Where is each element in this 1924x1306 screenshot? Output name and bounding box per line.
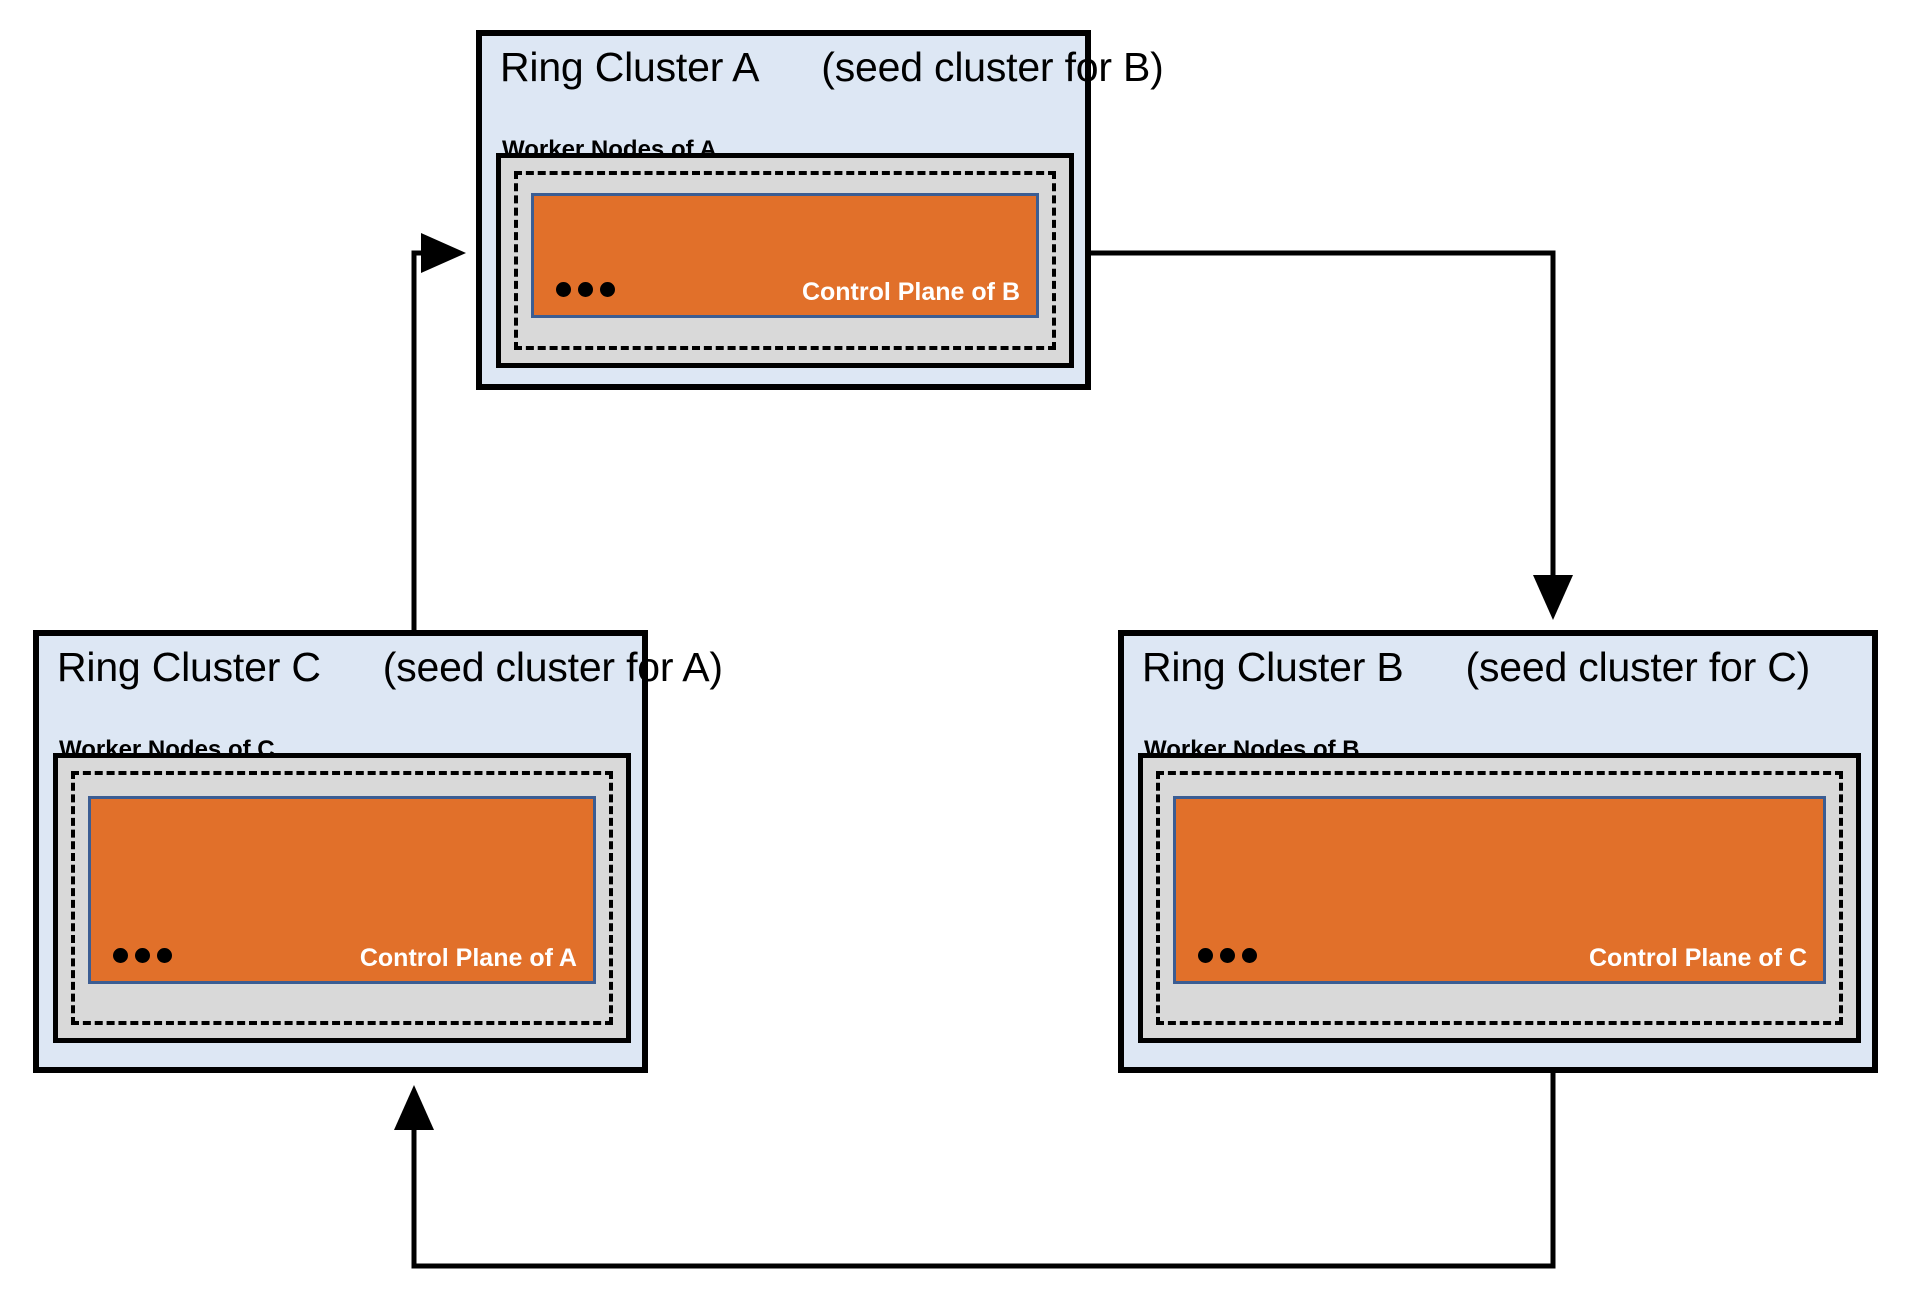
cluster-b-name: Ring Cluster B — [1142, 644, 1404, 690]
arrow-c-to-a — [411, 233, 466, 632]
cluster-c-dashed-frame — [71, 771, 613, 1025]
cluster-c-control-plane-label: Control Plane of A — [359, 944, 577, 972]
cluster-c-name: Ring Cluster C — [57, 644, 321, 690]
arrow-a-to-b — [1091, 250, 1573, 620]
cluster-b-dashed-frame — [1156, 771, 1843, 1025]
cluster-c-title: Ring Cluster C (seed cluster for A) — [57, 644, 723, 691]
arrow-b-to-c — [394, 1073, 1556, 1269]
cluster-a-dashed-frame — [514, 171, 1056, 350]
cluster-b-title: Ring Cluster B (seed cluster for C) — [1142, 644, 1810, 691]
cluster-a-title: Ring Cluster A (seed cluster for B) — [500, 44, 1164, 91]
cluster-b-ellipsis-dots — [1198, 948, 1257, 963]
cluster-a-worker-band: Control Plane of B — [496, 153, 1074, 368]
cluster-a[interactable]: Ring Cluster A(seed cluster for B) Worke… — [476, 30, 1164, 390]
cluster-b[interactable]: Ring Cluster B(seed cluster for C) Worke… — [1118, 630, 1878, 1073]
cluster-c-seed-note: (seed cluster for A) — [382, 644, 723, 690]
cluster-c-control-plane[interactable]: Control Plane of A — [88, 796, 596, 984]
cluster-b-seed-note: (seed cluster for C) — [1465, 644, 1811, 690]
cluster-c[interactable]: Ring Cluster C(seed cluster for A) Worke… — [33, 630, 723, 1073]
cluster-b-control-plane[interactable]: Control Plane of C — [1173, 796, 1826, 984]
cluster-a-ellipsis-dots — [556, 282, 615, 297]
cluster-a-seed-note: (seed cluster for B) — [821, 44, 1164, 90]
cluster-b-worker-band: Control Plane of C — [1138, 753, 1861, 1043]
cluster-b-control-plane-label: Control Plane of C — [1588, 944, 1807, 972]
cluster-c-ellipsis-dots — [113, 948, 172, 963]
cluster-a-name: Ring Cluster A — [500, 44, 760, 90]
cluster-a-control-plane[interactable]: Control Plane of B — [531, 193, 1039, 318]
cluster-c-worker-band: Control Plane of A — [53, 753, 631, 1043]
cluster-a-control-plane-label: Control Plane of B — [801, 278, 1020, 306]
